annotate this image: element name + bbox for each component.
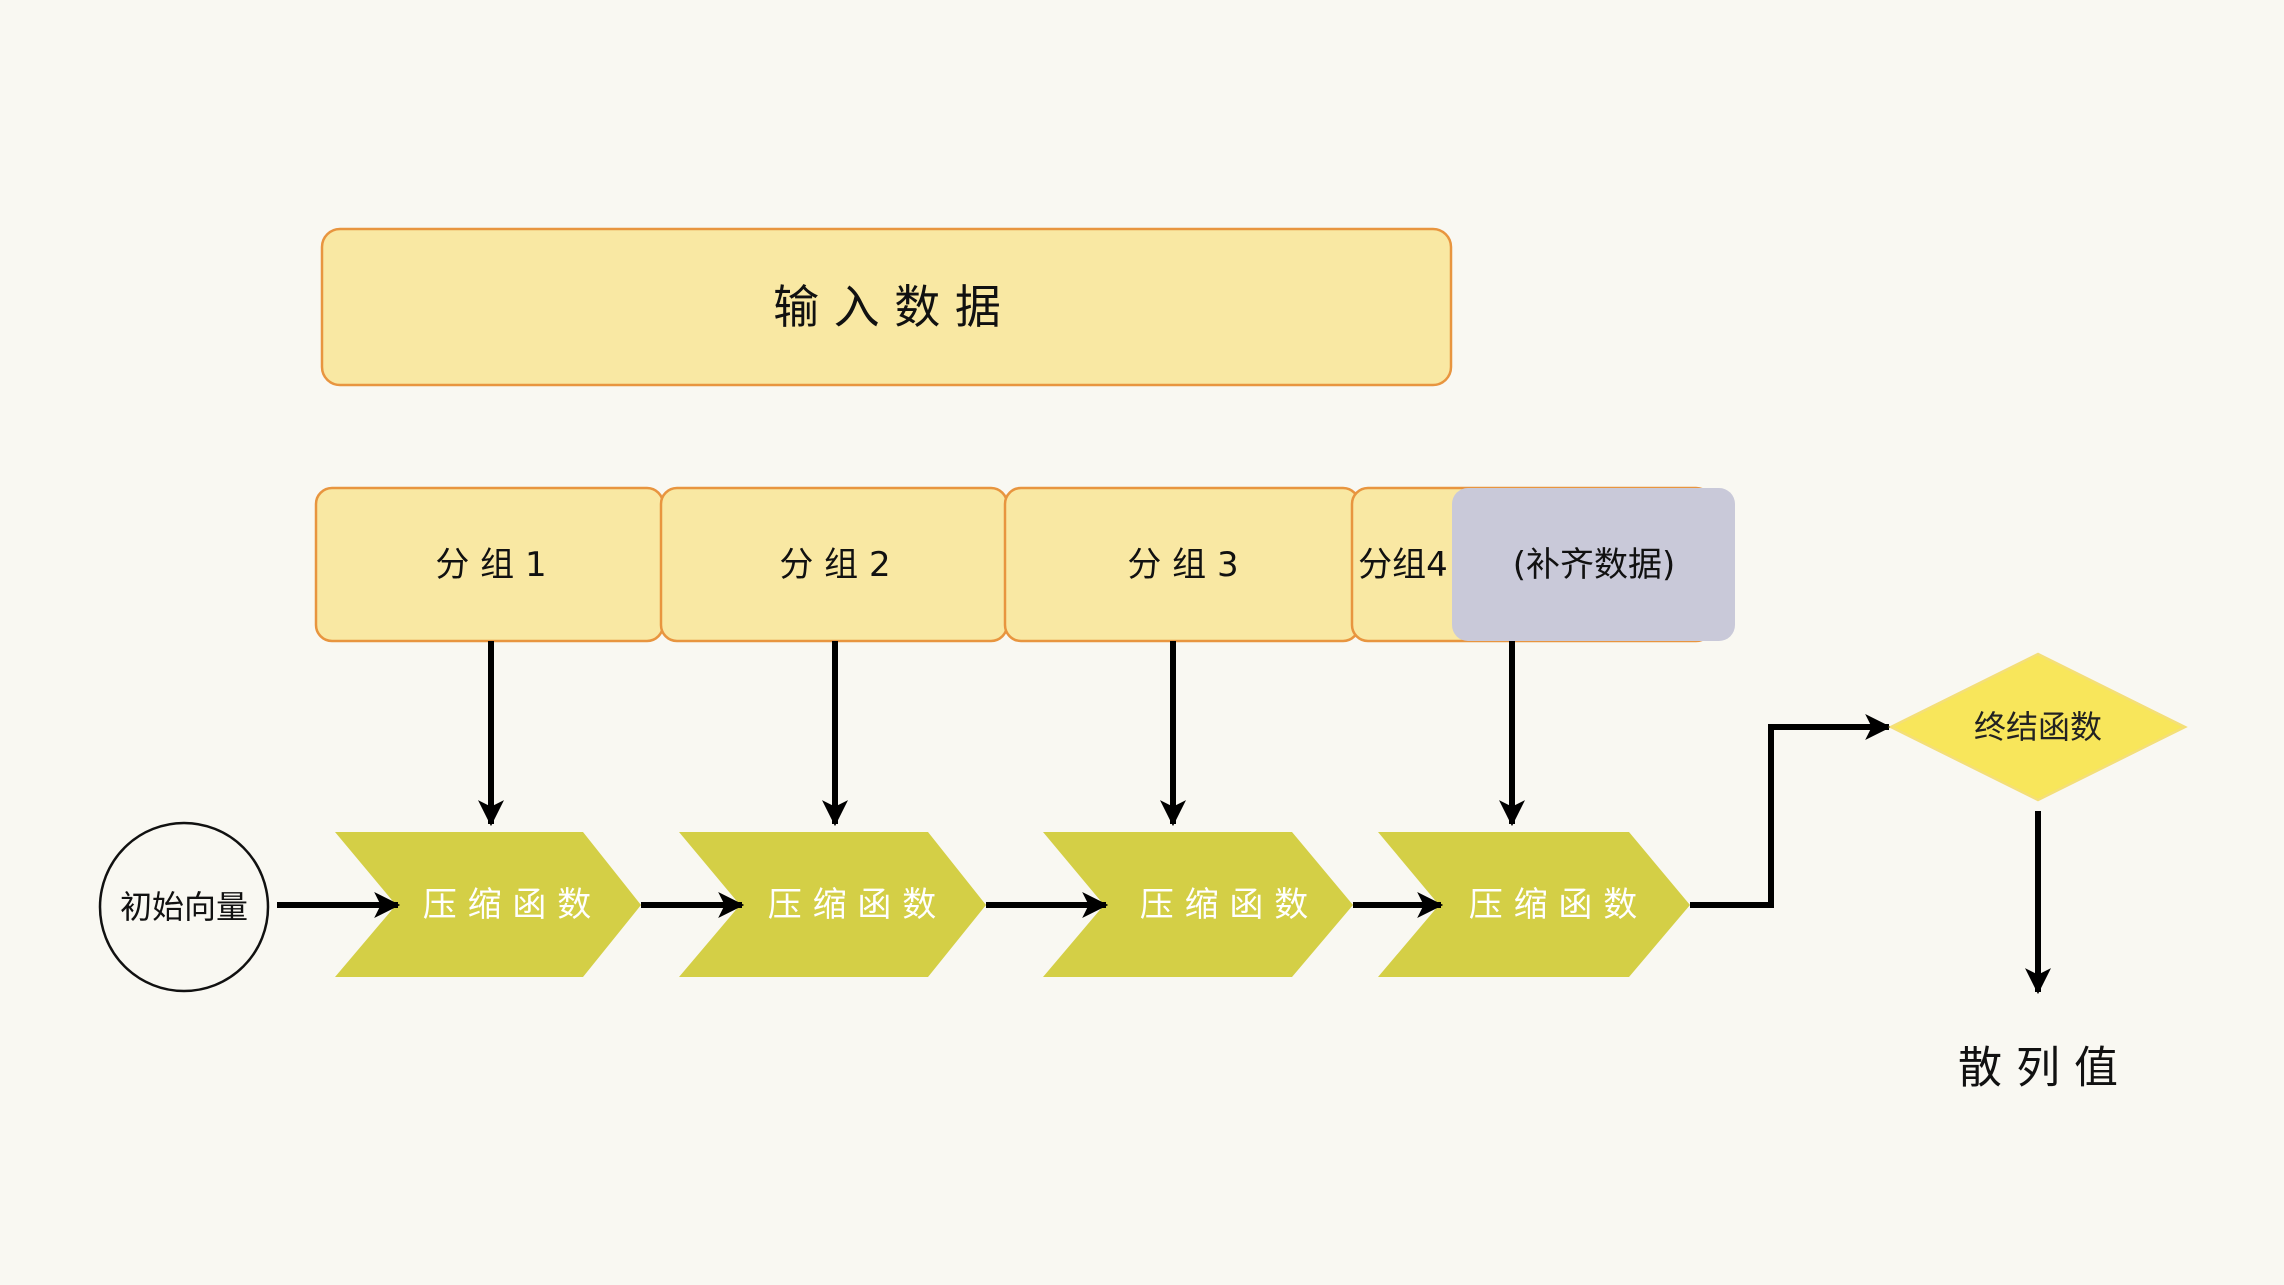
finalize-node: 终结函数	[1888, 652, 2188, 802]
group-2-label: 分 组 2	[779, 545, 890, 585]
group-blocks: 分 组 1 分 组 2 分 组 3 分组4 (补齐数据)	[314, 486, 1735, 643]
compress-label-2: 压 缩 函 数	[768, 885, 936, 925]
init-vector-label: 初始向量	[120, 888, 248, 926]
compress-step-4: 压 缩 函 数	[1378, 832, 1690, 977]
group-3-label: 分 组 3	[1127, 545, 1238, 585]
padding-data-label: (补齐数据)	[1513, 545, 1676, 585]
compress-label-4: 压 缩 函 数	[1469, 885, 1637, 925]
input-data-box	[320, 227, 1453, 387]
compress-chevron-1	[335, 832, 641, 977]
hash-value-label: 散 列 值	[1958, 1043, 2118, 1094]
finalize-diamond	[1888, 652, 2188, 802]
compress-step-2: 压 缩 函 数	[679, 832, 986, 977]
init-vector-circle	[98, 821, 270, 993]
compress-chevron-4	[1378, 832, 1690, 977]
arrow-compress-4-to-finalize	[1690, 714, 1892, 908]
compress-step-3: 压 缩 函 数	[1043, 832, 1353, 977]
compress-step-1: 压 缩 函 数	[335, 832, 641, 977]
group-1-label: 分 组 1	[435, 545, 546, 585]
compress-chevron-3	[1043, 832, 1353, 977]
padding-data-box	[1452, 488, 1735, 641]
input-data-block: 输 入 数 据	[320, 227, 1453, 387]
init-vector-node: 初始向量	[98, 821, 270, 993]
group-4-label: 分组4	[1358, 545, 1448, 585]
compress-label-1: 压 缩 函 数	[423, 885, 591, 925]
finalize-label: 终结函数	[1974, 708, 2102, 746]
compress-label-3: 压 缩 函 数	[1140, 885, 1308, 925]
compress-chevron-2	[679, 832, 986, 977]
input-data-label: 输 入 数 据	[773, 280, 1001, 334]
